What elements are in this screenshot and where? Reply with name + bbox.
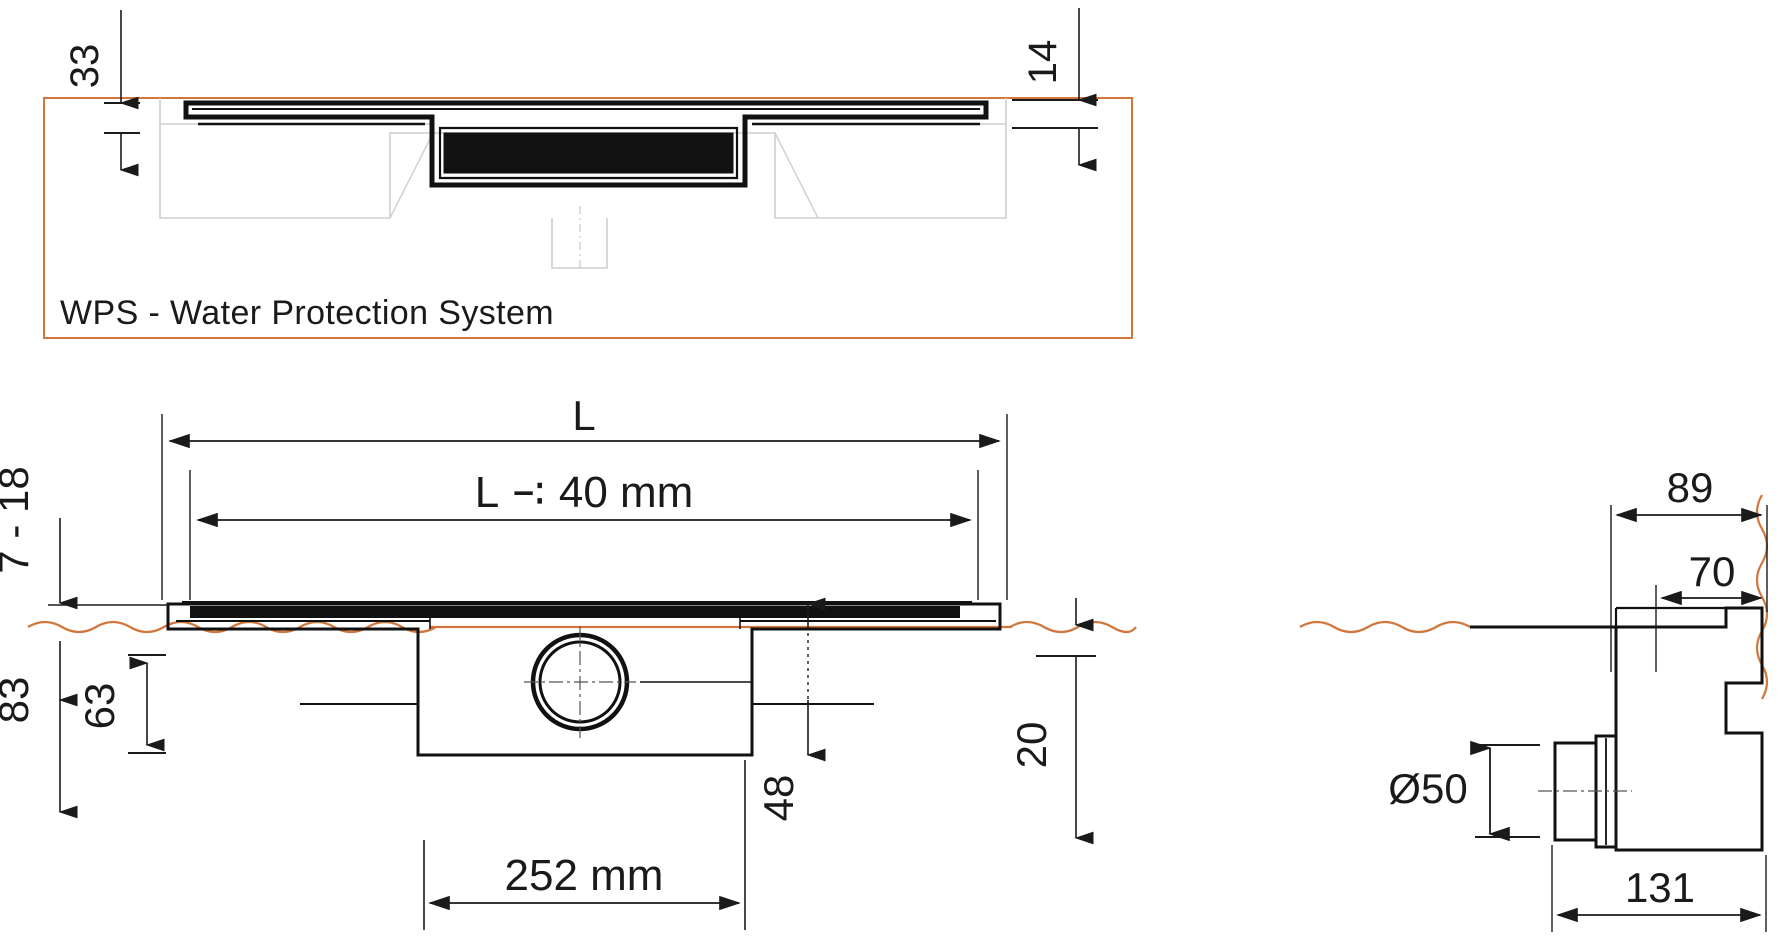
side-waterproof-wave	[1299, 620, 1471, 634]
dimension-33: 33	[63, 10, 140, 177]
dimension-7-18: 7 - 18	[0, 466, 170, 610]
drain-body-outline	[183, 100, 989, 188]
dimension-252: 252 mm	[423, 760, 746, 930]
dimension-L-40: L ∹ 40 mm	[189, 468, 979, 600]
dim-label-L: L	[572, 392, 595, 439]
dim-label-89: 89	[1667, 464, 1714, 511]
dim-label-70: 70	[1689, 548, 1736, 595]
dim-label-20: 20	[1008, 722, 1055, 769]
top-view-group: 33 14 WPS - Water Protection System	[43, 8, 1133, 339]
dimension-14: 14	[1012, 8, 1098, 172]
drain-channel-inner	[438, 126, 739, 180]
wps-boundary-rect	[43, 97, 1133, 339]
dimension-L: L	[161, 392, 1008, 600]
front-view-group: L L ∹ 40 mm	[0, 392, 1137, 930]
wps-caption-label: WPS - Water Protection System	[60, 294, 554, 332]
side-view-group: 89 70 Ø50 131	[1299, 464, 1769, 932]
dim-label-7-18: 7 - 18	[0, 466, 37, 573]
dim-label-L-40: L ∹ 40 mm	[475, 468, 694, 517]
dim-label-diameter-50: Ø50	[1388, 765, 1467, 812]
dimension-89: 89	[1610, 464, 1768, 672]
side-pipe-collar	[1594, 734, 1618, 849]
dim-label-131: 131	[1625, 864, 1695, 911]
dimension-63: 63	[76, 654, 166, 754]
drain-channel-fill	[443, 132, 734, 174]
dim-label-33: 33	[63, 44, 107, 89]
channel-body-outline	[166, 602, 1002, 757]
dimension-83: 83	[0, 641, 78, 819]
dimension-diameter-50: Ø50	[1388, 740, 1540, 842]
dimension-70: 70	[1655, 548, 1763, 672]
dimension-48: 48	[755, 597, 826, 822]
dim-label-252: 252 mm	[505, 851, 664, 900]
grate-bar	[190, 606, 960, 618]
screed-slope-right	[774, 132, 819, 219]
side-housing-outline	[1614, 606, 1764, 852]
dim-label-14: 14	[1021, 40, 1065, 85]
waterproof-wave-left	[27, 620, 437, 634]
waterproof-wave-right	[1009, 620, 1137, 634]
screed-slope-left	[389, 132, 434, 219]
dimension-131: 131	[1551, 845, 1767, 932]
dim-label-83: 83	[0, 677, 37, 724]
dimension-20: 20	[1008, 598, 1096, 845]
dim-label-48: 48	[755, 775, 802, 822]
dim-label-63: 63	[76, 683, 123, 730]
